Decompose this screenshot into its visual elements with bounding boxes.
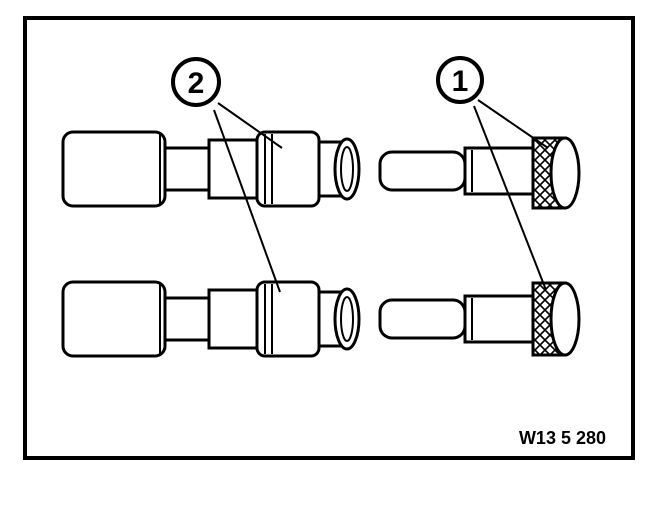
leader-2-upper <box>217 102 283 149</box>
tool-2-lower-shank <box>207 288 259 350</box>
callout-1: 1 <box>436 56 484 104</box>
tool-1-upper <box>378 136 581 210</box>
leader-1-upper <box>477 99 549 149</box>
tool-2-lower-sleeve <box>255 280 321 358</box>
callout-1-label: 1 <box>452 65 469 98</box>
tool-2-upper-neck <box>163 146 211 192</box>
tool-1-lower-cap <box>549 281 581 357</box>
tool-1-lower-pin <box>378 298 467 340</box>
figure-frame <box>23 16 635 460</box>
tool-1-lower <box>378 281 581 357</box>
tool-1-upper-pin <box>378 150 467 192</box>
tool-2-upper <box>61 130 361 208</box>
tool-2-lower-neck <box>163 296 211 342</box>
tool-2-upper-shank <box>207 138 259 200</box>
tool-2-upper-tip <box>333 137 361 201</box>
tool-2-lower-handle <box>61 280 167 358</box>
leader-1-lower <box>473 105 547 291</box>
callout-2-label: 2 <box>188 67 205 100</box>
tool-2-upper-handle <box>61 130 167 208</box>
callout-2-circle <box>171 57 221 107</box>
callout-2: 2 <box>171 57 221 107</box>
tool-2-lower <box>61 280 361 358</box>
tool-2-upper-sleeve <box>255 130 321 208</box>
leader-2-lower <box>213 109 281 293</box>
tool-1-upper-cap <box>549 136 581 210</box>
callout-1-circle <box>436 56 484 104</box>
tool-2-lower-tip <box>333 287 361 351</box>
figure-code: W13 5 280 <box>519 428 606 448</box>
tool-1-lower-shaft <box>463 294 535 344</box>
